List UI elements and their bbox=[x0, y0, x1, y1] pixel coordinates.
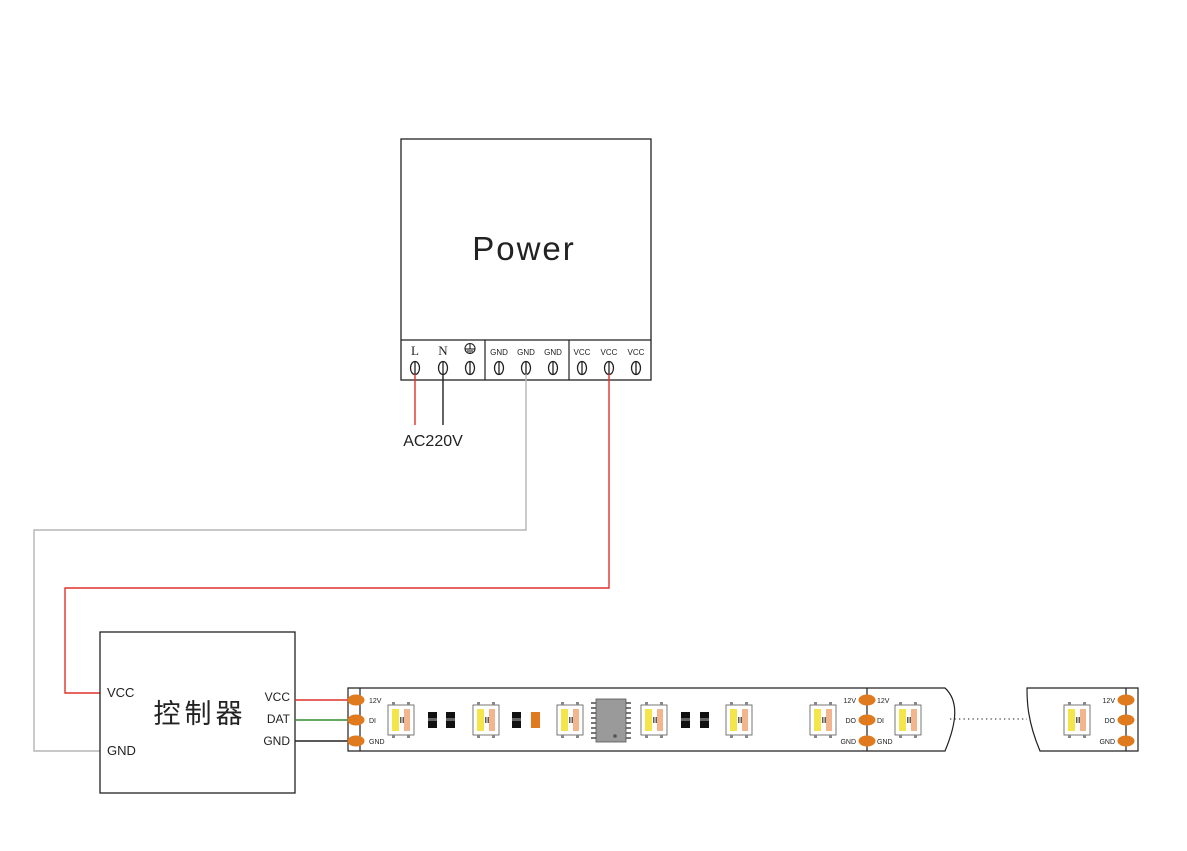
orange-capacitor bbox=[531, 712, 540, 728]
controller-vcc-out-label: VCC bbox=[265, 690, 291, 704]
cut-pad-12v-left: 12V bbox=[844, 698, 857, 705]
controller-gnd-in-label: GND bbox=[107, 743, 136, 758]
strip-pad-di: DI bbox=[369, 718, 376, 725]
controller-title: 控制器 bbox=[154, 699, 247, 729]
led-chip bbox=[640, 701, 668, 739]
strip-input-pads: 12V DI GND bbox=[347, 694, 385, 747]
controller-vcc-in-label: VCC bbox=[107, 685, 134, 700]
led-chip bbox=[387, 701, 415, 739]
led-chip bbox=[556, 701, 584, 739]
terminal-label-n: N bbox=[438, 343, 448, 358]
driver-ic bbox=[591, 698, 631, 743]
led-chip bbox=[1063, 701, 1091, 739]
led-chip bbox=[894, 701, 922, 739]
power-supply: Power L N GND GND GND VCC VCC VCC bbox=[400, 138, 652, 381]
terminal-label-vcc-2: VCC bbox=[601, 348, 618, 357]
end-pad-12v: 12V bbox=[1103, 698, 1116, 705]
screw-terminals bbox=[409, 360, 642, 376]
strip-pad-12v: 12V bbox=[369, 698, 382, 705]
strip-pad-gnd: GND bbox=[369, 739, 385, 746]
end-pad-do: DO bbox=[1105, 718, 1116, 725]
strip-cut-point-pads: 12V DO GND 12V DI GND bbox=[840, 694, 893, 747]
terminal-label-vcc-1: VCC bbox=[574, 348, 591, 357]
cut-pad-12v-right: 12V bbox=[877, 698, 890, 705]
controller: 控制器 VCC GND VCC DAT GND bbox=[99, 631, 296, 794]
led-chip bbox=[725, 701, 753, 739]
terminal-label-gnd-3: GND bbox=[544, 348, 562, 357]
terminal-label-gnd-2: GND bbox=[517, 348, 535, 357]
earth-ground-icon bbox=[464, 342, 476, 355]
cut-pad-gnd-right: GND bbox=[877, 739, 893, 746]
controller-dat-out-label: DAT bbox=[267, 712, 291, 726]
controller-gnd-out-label: GND bbox=[263, 734, 290, 748]
controller-box bbox=[99, 631, 296, 794]
led-strip-end-segment: 12V DO GND bbox=[1026, 687, 1139, 752]
power-title: Power bbox=[472, 230, 576, 267]
terminal-label-l: L bbox=[411, 343, 419, 358]
terminal-label-gnd-1: GND bbox=[490, 348, 508, 357]
led-chip bbox=[472, 701, 500, 739]
end-pad-gnd: GND bbox=[1099, 739, 1115, 746]
ac-input-label: AC220V bbox=[403, 433, 463, 450]
strip-resistors bbox=[428, 712, 709, 728]
gnd-wire-power-to-controller bbox=[33, 374, 527, 752]
terminal-label-vcc-3: VCC bbox=[628, 348, 645, 357]
led-chip bbox=[809, 701, 837, 739]
vcc-wire-power-to-controller bbox=[64, 374, 610, 694]
led-strip: 12V DI GND bbox=[347, 687, 956, 752]
cut-pad-gnd-left: GND bbox=[840, 739, 856, 746]
cut-pad-di-right: DI bbox=[877, 718, 884, 725]
cut-pad-do-left: DO bbox=[846, 718, 857, 725]
